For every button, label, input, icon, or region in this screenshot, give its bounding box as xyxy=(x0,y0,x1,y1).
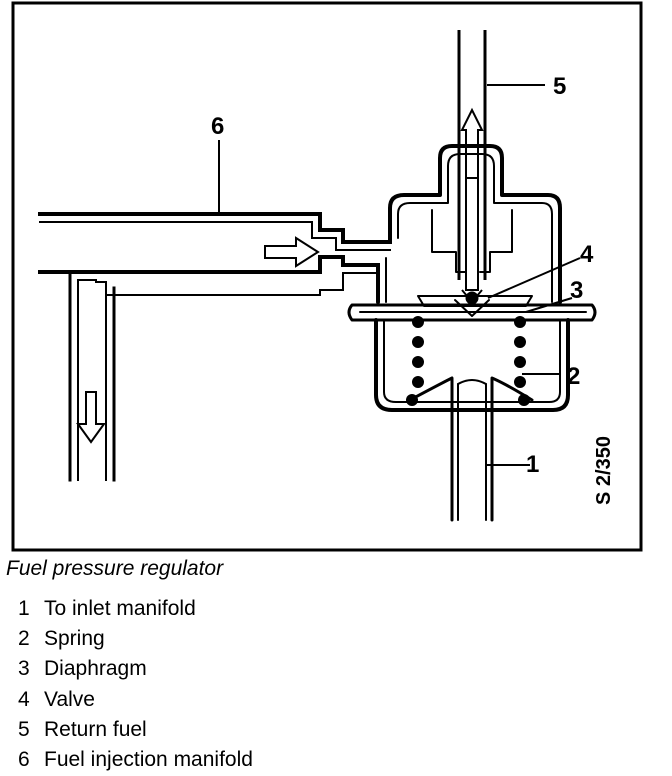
callout-1: 1 xyxy=(526,451,539,478)
flow-arrows xyxy=(76,107,484,444)
inflow-arrow xyxy=(264,236,320,268)
legend-label: Return fuel xyxy=(44,717,147,741)
legend-item: 5 Return fuel xyxy=(18,715,253,745)
legend-number: 2 xyxy=(18,627,30,651)
legend-label: Fuel injection manifold xyxy=(44,747,253,771)
legend-number: 6 xyxy=(18,747,30,771)
regulator-housing xyxy=(347,144,597,522)
legend-item: 6 Fuel injection manifold xyxy=(18,745,253,775)
legend-number: 3 xyxy=(18,657,30,681)
legend-label: Spring xyxy=(44,627,105,651)
regulator-diagram: 6 5 4 3 2 1 S 2/350 xyxy=(11,1,643,552)
callout-3: 3 xyxy=(570,277,583,304)
callout-6: 6 xyxy=(211,113,224,140)
valve-needle xyxy=(461,178,483,304)
fuel-injection-manifold-pipe xyxy=(38,212,392,482)
downflow-arrow xyxy=(76,391,106,444)
callout-5: 5 xyxy=(553,73,566,100)
legend-item: 1 To inlet manifold xyxy=(18,594,253,624)
figure-code: S 2/350 xyxy=(593,436,615,505)
return-fuel-pipe xyxy=(457,30,487,280)
figure-caption: Fuel pressure regulator xyxy=(6,557,224,580)
spring-coils xyxy=(406,316,530,406)
legend-label: Diaphragm xyxy=(44,657,147,681)
legend-number: 5 xyxy=(18,717,30,741)
callout-2: 2 xyxy=(567,363,580,390)
legend-number: 4 xyxy=(18,687,30,711)
leader-lines xyxy=(218,84,581,466)
callout-4: 4 xyxy=(580,241,594,268)
legend-number: 1 xyxy=(18,597,30,620)
legend-item: 4 Valve xyxy=(18,685,253,715)
legend-item: 3 Diaphragm xyxy=(18,654,253,684)
legend-label: Valve xyxy=(44,687,95,711)
legend-item: 2 Spring xyxy=(18,624,253,654)
figure-frame xyxy=(11,1,643,552)
legend-label: To inlet manifold xyxy=(44,597,196,620)
